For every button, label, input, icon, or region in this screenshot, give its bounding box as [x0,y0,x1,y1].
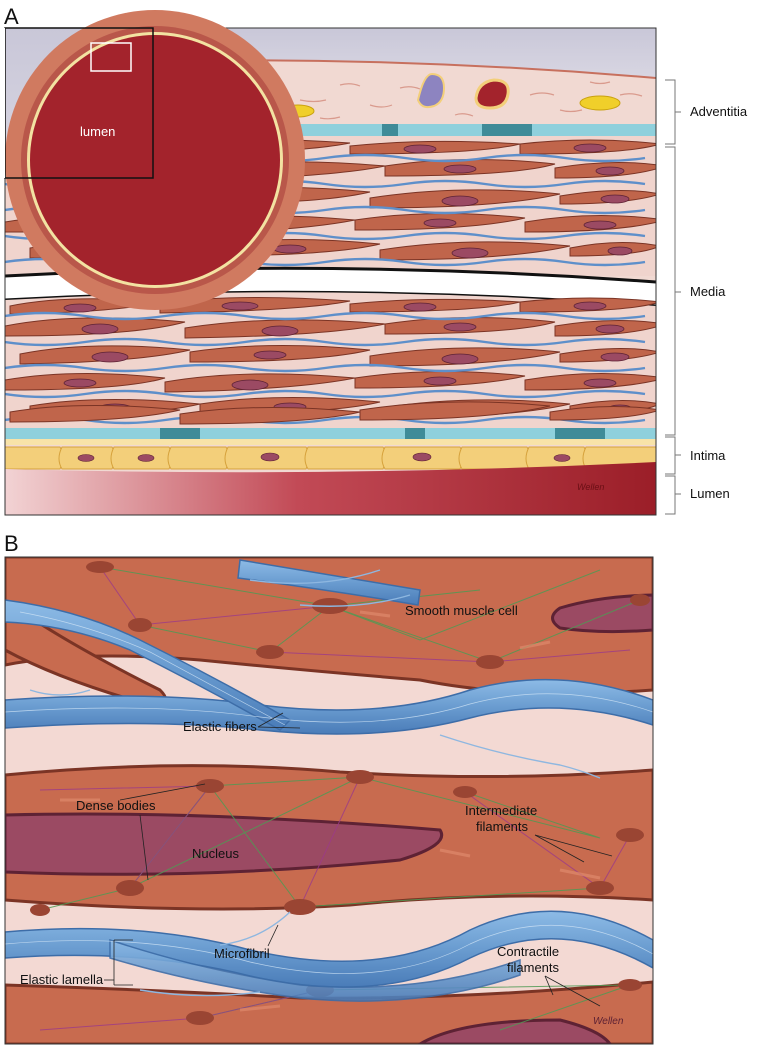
nucleus-shape [417,1018,612,1044]
fat-cell [579,95,621,111]
layer-brackets [665,79,681,515]
inset-vessel: lumen [4,10,305,310]
label-lumen: Lumen [690,486,730,501]
vasa-vasorum-vein [416,72,446,109]
label-dense-bodies: Dense bodies [76,798,156,813]
label-intermediate-2: filaments [476,819,529,834]
inset-zoom-box [90,42,132,72]
label-elastic-lamella: Elastic lamella [20,972,104,987]
label-smooth-muscle-cell: Smooth muscle cell [405,603,518,618]
signature-b: Wellen [593,1016,624,1027]
label-elastic-fibers: Elastic fibers [183,719,257,734]
label-microfibril: Microfibril [214,946,270,961]
label-adventitia: Adventitia [690,104,748,119]
adventitia-layer [169,72,643,120]
nucleus-shape [551,593,653,634]
label-contractile-2: filaments [507,960,560,975]
internal-elastic-lamina [5,428,656,439]
label-contractile-1: Contractile [497,944,559,959]
intima-endothelium [5,439,656,470]
panel-b-letter: B [4,531,19,556]
panel-b-annotations: Smooth muscle cell Elastic fibers Dense … [20,603,613,1007]
inset-lumen-label: lumen [80,124,115,139]
label-media: Media [690,284,726,299]
signature-a: Wellen [577,482,604,492]
label-intermediate-1: Intermediate [465,803,537,818]
label-intima: Intima [690,448,726,463]
nucleus-shape [5,812,444,876]
vasa-vasorum-artery [474,78,510,110]
microfibrils [29,569,601,997]
label-nucleus: Nucleus [192,846,239,861]
smooth-muscle-detail: Wellen [5,557,653,1044]
panel-a-letter: A [4,4,19,29]
lumen-region [5,462,656,515]
media-layer-lower [5,292,656,428]
elastic-fibers [5,559,653,1002]
